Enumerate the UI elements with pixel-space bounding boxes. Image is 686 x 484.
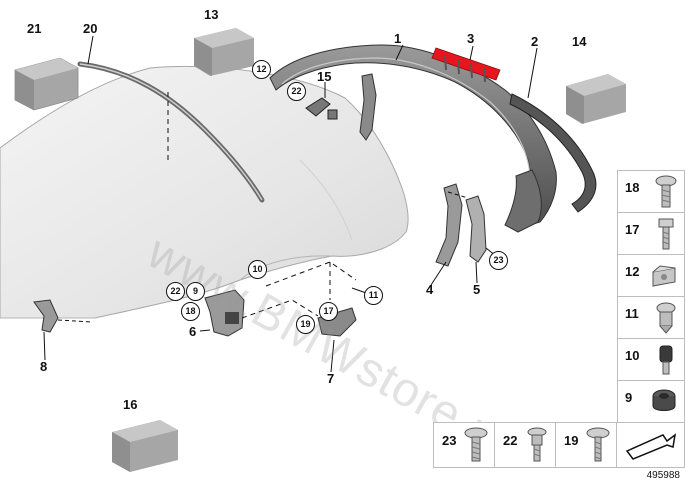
part-tile-number: 11	[625, 306, 639, 321]
side-seal-strip	[509, 93, 597, 213]
callout-5[interactable]: 5	[473, 282, 481, 297]
callout-14[interactable]: 14	[572, 34, 587, 49]
circled-callout-11[interactable]: 11	[364, 286, 383, 305]
circled-callout-17[interactable]: 17	[319, 302, 338, 321]
part-tile-18[interactable]: 18	[617, 170, 685, 214]
bolt-icon	[464, 427, 488, 462]
part-tile-number: 10	[625, 348, 640, 363]
lock-bracket	[204, 289, 245, 337]
part-tile-19[interactable]: 19	[555, 422, 618, 468]
circled-callout-10[interactable]: 10	[248, 260, 267, 279]
bolt-icon	[655, 175, 677, 208]
callout-3[interactable]: 3	[467, 31, 475, 46]
circled-callout-18[interactable]: 18	[181, 302, 200, 321]
part-tile-number: 22	[503, 433, 518, 448]
navigation-arrow-tile[interactable]	[616, 422, 685, 468]
screw-icon	[658, 218, 674, 250]
torx-screw-icon	[586, 427, 610, 462]
part-tile-17[interactable]: 17	[617, 212, 685, 256]
part-tile-number: 12	[625, 264, 640, 279]
carton-14	[566, 74, 626, 124]
callout-7[interactable]: 7	[327, 371, 335, 386]
carton-21	[14, 57, 79, 111]
clip-part	[305, 97, 331, 117]
circled-callout-22-bottom[interactable]: 22	[166, 282, 185, 301]
callout-4[interactable]: 4	[426, 282, 434, 297]
hinge-assembly	[465, 195, 487, 263]
red-seal-part	[431, 47, 501, 83]
circled-callout-22-top[interactable]: 22	[287, 82, 306, 101]
circled-callout-12[interactable]: 12	[252, 60, 271, 79]
part-tile-23[interactable]: 23	[433, 422, 496, 468]
rivet-icon	[656, 302, 676, 334]
carton-16	[112, 420, 178, 472]
part-tile-11[interactable]: 11	[617, 296, 685, 340]
latch-plate	[317, 307, 357, 337]
part-tile-number: 23	[442, 433, 457, 448]
part-tile-12[interactable]: 12	[617, 254, 685, 298]
callout-21[interactable]: 21	[27, 21, 42, 36]
part-tile-number: 18	[625, 180, 640, 195]
rubber-stop-icon	[659, 345, 673, 375]
side-bracket	[33, 299, 59, 333]
callout-13[interactable]: 13	[204, 7, 219, 22]
carton-13	[194, 28, 254, 76]
part-tile-number: 17	[625, 222, 640, 237]
callout-8[interactable]: 8	[40, 359, 48, 374]
callout-6[interactable]: 6	[189, 324, 197, 339]
part-tile-number: 9	[625, 390, 633, 405]
callout-16[interactable]: 16	[123, 397, 138, 412]
callout-15[interactable]: 15	[317, 69, 332, 84]
circled-callout-23[interactable]: 23	[489, 251, 508, 270]
clip-nut-icon	[652, 265, 676, 287]
part-tile-number: 19	[564, 433, 579, 448]
arrow-icon	[625, 433, 677, 460]
part-tile-22[interactable]: 22	[494, 422, 557, 468]
roof-frame	[269, 44, 557, 233]
callout-20[interactable]: 20	[83, 21, 98, 36]
stud-bolt-icon	[527, 427, 547, 462]
part-tile-10[interactable]: 10	[617, 338, 685, 382]
callout-2[interactable]: 2	[531, 34, 539, 49]
part-tile-9[interactable]: 9	[617, 380, 685, 424]
circled-callout-9[interactable]: 9	[186, 282, 205, 301]
document-number: 495988	[646, 470, 680, 481]
grommet-icon	[652, 389, 676, 411]
circled-callout-19[interactable]: 19	[296, 315, 315, 334]
pillar-bracket	[435, 183, 463, 267]
callout-1[interactable]: 1	[394, 31, 402, 46]
